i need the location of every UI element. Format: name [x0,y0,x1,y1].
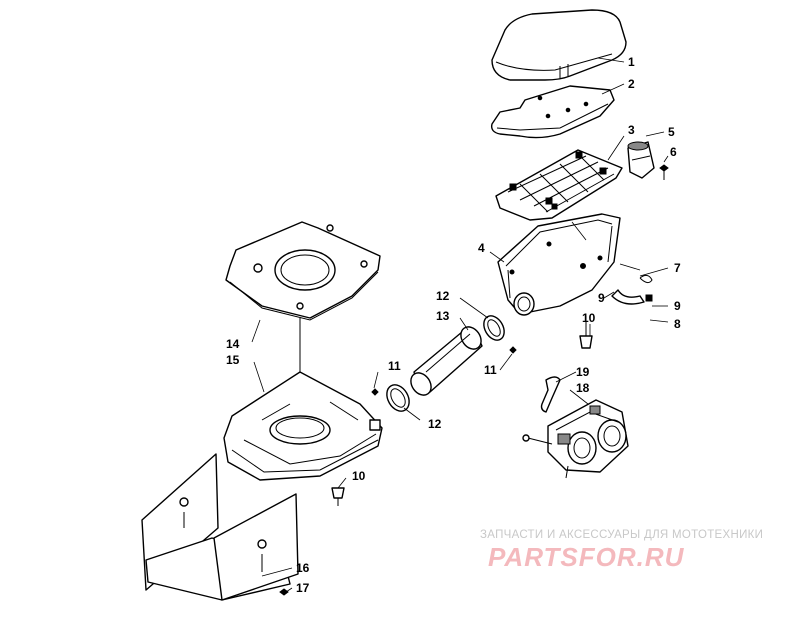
part-2-air-filter [490,85,615,139]
part-16-mounting-bracket [141,453,299,601]
part-19-hose [540,376,561,413]
callout-14: 14 [226,337,240,351]
part-10-drain-valve-lower [331,487,345,506]
callout-labels: 1 2 3 5 6 4 7 9 9 8 10 12 13 11 11 12 14… [226,55,681,595]
part-13-intake-tube [410,326,483,396]
callout-3: 3 [628,123,635,137]
callout-5: 5 [668,125,675,139]
part-12-clamp-lower [386,384,410,412]
watermark-subtitle: ЗАПЧАСТИ И АКСЕССУАРЫ ДЛЯ МОТОТЕХНИКИ [480,529,763,541]
callout-10-lower: 10 [352,469,366,483]
callout-4: 4 [478,241,485,255]
watermark: ЗАПЧАСТИ И АКСЕССУАРЫ ДЛЯ МОТОТЕХНИКИ PA… [480,529,763,572]
callout-9-left: 9 [598,291,605,305]
part-17-screw [279,588,289,596]
part-11-screw-lower [371,388,379,396]
part-1-airbox-cover [491,9,627,81]
part-9-drain-hose [611,289,645,305]
callout-12-upper: 12 [436,289,450,303]
part-11-screw-upper [509,346,517,354]
part-10-drain-valve-upper [579,316,593,349]
callout-7: 7 [674,261,681,275]
callout-1: 1 [628,55,635,69]
callout-18: 18 [576,381,590,395]
callout-10-upper: 10 [582,311,596,325]
callout-11-left: 11 [388,359,401,373]
leader-lines [251,57,669,593]
callout-6: 6 [670,145,677,159]
callout-15: 15 [226,353,240,367]
part-3-filter-cage [495,149,623,221]
callout-2: 2 [628,77,635,91]
callout-16: 16 [296,561,310,575]
callout-19: 19 [576,365,590,379]
callout-11-right: 11 [484,363,497,377]
part-18-throttle-body [522,399,629,479]
part-4-airbox-housing [497,213,621,316]
callout-17: 17 [296,581,310,595]
part-14-adapter-plate [225,221,381,321]
callout-8: 8 [674,317,681,331]
callout-13: 13 [436,309,450,323]
part-6-screw [659,164,669,180]
part-15-lower-airbox [223,371,383,481]
part-8-plug [645,294,653,302]
callout-9-right: 9 [674,299,681,313]
part-5-breather-boot [627,141,655,179]
part-7-clamp [639,274,653,284]
callout-12-lower: 12 [428,417,442,431]
watermark-logo: PARTSFOR.RU [488,542,685,572]
part-12-clamp-upper [483,315,505,341]
